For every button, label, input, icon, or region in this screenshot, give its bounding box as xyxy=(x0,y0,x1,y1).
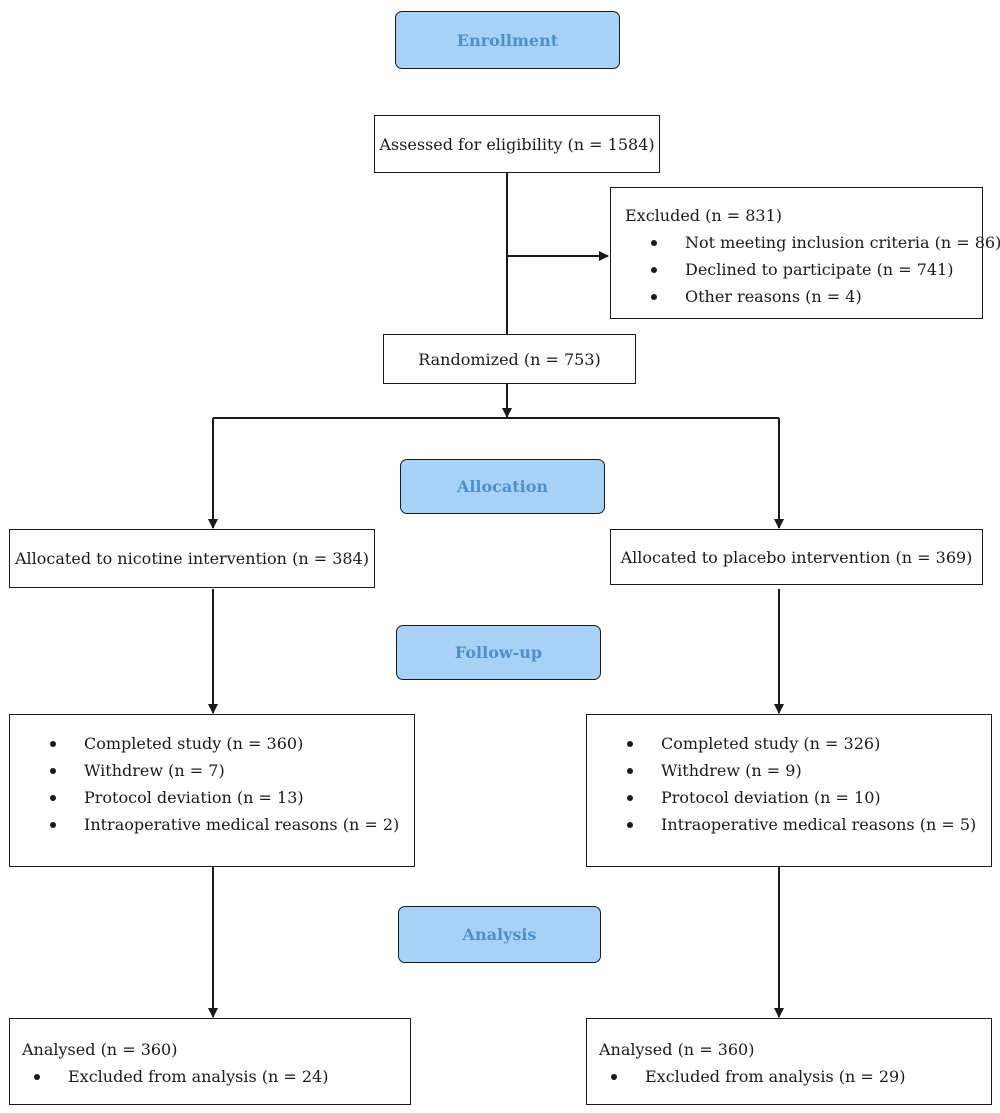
stage-analysis: Analysis xyxy=(398,906,601,963)
nicotine-analysis-box: Analysed (n = 360) Excluded from analysi… xyxy=(9,1018,411,1105)
list-item: Excluded from analysis (n = 24) xyxy=(22,1063,398,1090)
randomized-box: Randomized (n = 753) xyxy=(383,334,636,384)
list-item: Withdrew (n = 7) xyxy=(24,757,400,784)
list-item: Withdrew (n = 9) xyxy=(601,757,977,784)
nicotine-allocation-box: Allocated to nicotine intervention (n = … xyxy=(9,529,375,588)
randomized-label: Randomized (n = 753) xyxy=(418,349,601,369)
placebo-followup-box: Completed study (n = 326) Withdrew (n = … xyxy=(586,714,992,867)
stage-allocation: Allocation xyxy=(400,459,605,514)
excluded-box: Excluded (n = 831) Not meeting inclusion… xyxy=(610,187,1000,319)
list-item: Not meeting inclusion criteria (n = 86) xyxy=(625,229,1000,256)
stage-enrollment: Enrollment xyxy=(395,11,620,69)
list-item: Other reasons (n = 4) xyxy=(625,283,968,310)
list-item: Completed study (n = 360) xyxy=(24,730,400,757)
list-item: Intraoperative medical reasons (n = 5) xyxy=(601,811,977,838)
list-item: Completed study (n = 326) xyxy=(601,730,977,757)
assessed-box: Assessed for eligibility (n = 1584) xyxy=(374,115,660,173)
list-item: Excluded from analysis (n = 29) xyxy=(599,1063,979,1090)
excluded-list: Not meeting inclusion criteria (n = 86) … xyxy=(625,229,1000,310)
list-item: Intraoperative medical reasons (n = 2) xyxy=(24,811,400,838)
nicotine-analysed-title: Analysed (n = 360) xyxy=(22,1040,178,1059)
nicotine-followup-list: Completed study (n = 360) Withdrew (n = … xyxy=(24,730,400,838)
excluded-title: Excluded (n = 831) xyxy=(625,206,783,225)
placebo-analysis-list: Excluded from analysis (n = 29) xyxy=(599,1063,979,1090)
nicotine-followup-box: Completed study (n = 360) Withdrew (n = … xyxy=(9,714,415,867)
nicotine-allocation-label: Allocated to nicotine intervention (n = … xyxy=(15,549,369,568)
placebo-analysis-box: Analysed (n = 360) Excluded from analysi… xyxy=(586,1018,992,1105)
list-item: Protocol deviation (n = 10) xyxy=(601,784,977,811)
list-item: Protocol deviation (n = 13) xyxy=(24,784,400,811)
assessed-label: Assessed for eligibility (n = 1584) xyxy=(379,134,655,154)
list-item: Declined to participate (n = 741) xyxy=(625,256,968,283)
placebo-analysed-title: Analysed (n = 360) xyxy=(599,1040,755,1059)
nicotine-analysis-list: Excluded from analysis (n = 24) xyxy=(22,1063,398,1090)
placebo-allocation-box: Allocated to placebo intervention (n = 3… xyxy=(610,529,983,585)
placebo-followup-list: Completed study (n = 326) Withdrew (n = … xyxy=(601,730,977,838)
placebo-allocation-label: Allocated to placebo intervention (n = 3… xyxy=(620,547,973,567)
stage-followup: Follow-up xyxy=(396,625,601,680)
